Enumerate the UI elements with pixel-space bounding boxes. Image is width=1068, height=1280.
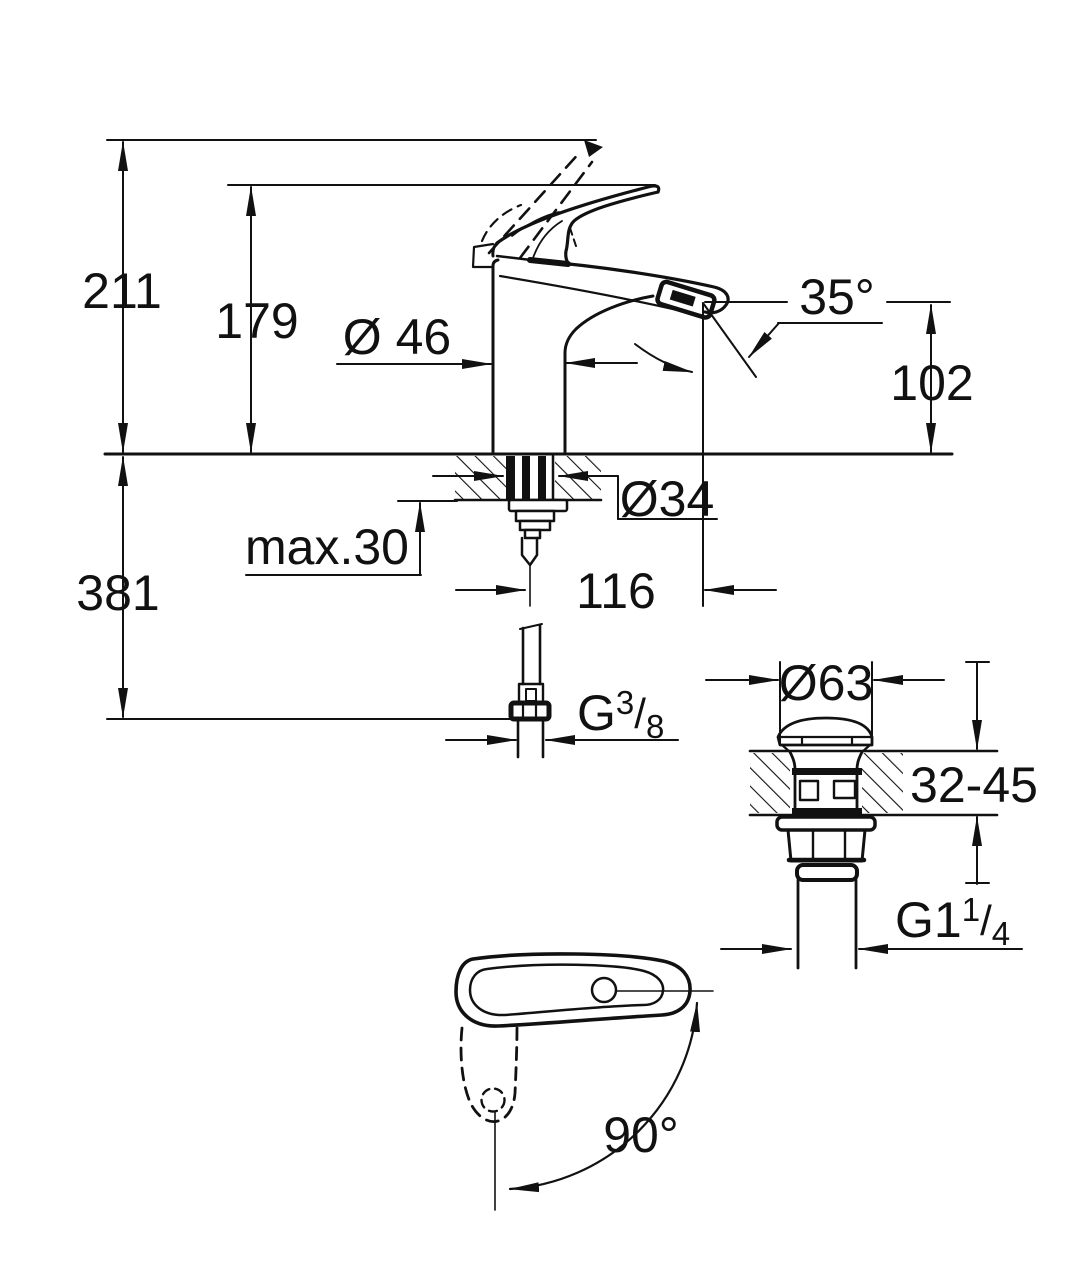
waste-thread-slash: / bbox=[980, 897, 992, 944]
dim-max-deck-thickness: max.30 bbox=[245, 519, 409, 575]
body-right-edge-and-spout-underside bbox=[563, 294, 655, 454]
supply-thread-prefix: G bbox=[577, 685, 616, 741]
dim-swivel-angle: 90° bbox=[603, 1107, 679, 1163]
supply-thread-slash: / bbox=[634, 690, 646, 737]
lever-handle bbox=[471, 184, 661, 269]
dim-aerator-angle: 35° bbox=[799, 269, 875, 325]
dim-deck-thickness-range: 32-45 bbox=[910, 757, 1038, 813]
shank-and-fixing bbox=[506, 454, 569, 607]
handle-pivot-hole bbox=[590, 976, 618, 1004]
handle-front-tab bbox=[471, 242, 495, 269]
aerator bbox=[655, 279, 717, 320]
dim-supply-thread: G3/8 bbox=[577, 686, 664, 744]
pop-up-waste-view bbox=[705, 661, 1023, 970]
waste-deck-section bbox=[748, 749, 999, 817]
dim-spout-height: 102 bbox=[890, 355, 974, 411]
dim-lever-height: 179 bbox=[215, 293, 299, 349]
body-left-edge bbox=[491, 258, 500, 454]
lever-handle-raised-phantom bbox=[480, 140, 603, 260]
supply-thread-sub: 8 bbox=[645, 708, 665, 745]
handle-phantom-rotated bbox=[459, 1026, 519, 1124]
waste-thread-sup: 1 bbox=[961, 891, 981, 928]
waste-cap bbox=[776, 716, 874, 747]
faucet-side-view bbox=[103, 139, 954, 759]
spout-top-edge bbox=[535, 259, 730, 315]
handle-inner-line bbox=[468, 963, 665, 1017]
dimension-lines bbox=[118, 141, 936, 745]
dim-hose-length: 381 bbox=[76, 565, 160, 621]
supply-thread-sup: 3 bbox=[615, 684, 635, 721]
supply-hose bbox=[508, 623, 552, 759]
handle-phantom-hole bbox=[480, 1087, 506, 1113]
dim-waste-cap-diameter: Ø63 bbox=[778, 655, 874, 711]
dim-overall-height: 211 bbox=[82, 263, 162, 319]
waste-hex-nut bbox=[786, 828, 867, 863]
extension-lines bbox=[106, 139, 951, 720]
waste-thread-prefix: G1 bbox=[895, 892, 962, 948]
waste-thread-sub: 4 bbox=[991, 915, 1011, 952]
dim-shank-diameter: Ø34 bbox=[619, 471, 715, 527]
deck-section bbox=[453, 456, 603, 502]
handle-top-view bbox=[454, 952, 714, 1211]
faucet-body bbox=[491, 258, 730, 454]
swivel-90-arc bbox=[508, 1001, 700, 1193]
dim-waste-thread: G11/4 bbox=[895, 893, 1010, 951]
cartridge-seam-bold bbox=[527, 257, 571, 267]
dim-spout-projection: 116 bbox=[576, 563, 656, 619]
waste-valve bbox=[775, 716, 877, 970]
waste-dimension-lines bbox=[705, 661, 1023, 954]
dim-body-diameter: Ø 46 bbox=[342, 309, 452, 365]
